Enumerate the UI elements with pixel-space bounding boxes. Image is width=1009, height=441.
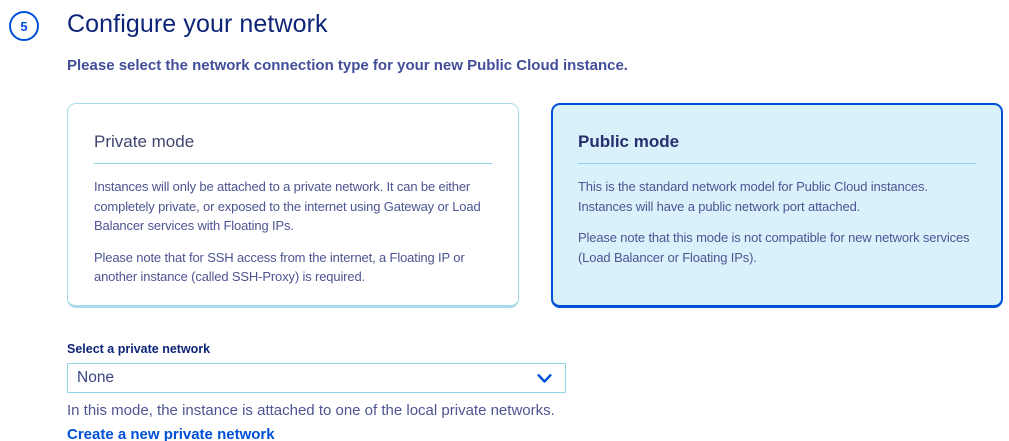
chevron-down-icon xyxy=(537,373,552,383)
private-mode-title: Private mode xyxy=(94,132,195,151)
step-number: 5 xyxy=(20,18,28,34)
page-title: Configure your network xyxy=(67,10,328,38)
card-divider xyxy=(94,163,492,164)
private-network-select[interactable]: None xyxy=(67,363,566,393)
private-mode-description-2: Please note that for SSH access from the… xyxy=(94,249,465,285)
public-mode-description-2: Please note that this mode is not compat… xyxy=(578,230,970,265)
private-network-label: Select a private network xyxy=(67,342,211,356)
private-mode-description-1: Instances will only be attached to a pri… xyxy=(94,179,481,233)
private-network-section: Select a private network None In this mo… xyxy=(67,342,627,441)
public-mode-card[interactable]: Public mode This is the standard network… xyxy=(551,103,1003,308)
mode-helper-text: In this mode, the instance is attached t… xyxy=(67,402,555,419)
step-number-badge: 5 xyxy=(9,11,39,41)
public-mode-title: Public mode xyxy=(578,132,680,151)
page-subtitle: Please select the network connection typ… xyxy=(67,57,628,74)
private-mode-card[interactable]: Private mode Instances will only be atta… xyxy=(67,103,519,308)
create-private-network-link[interactable]: Create a new private network xyxy=(67,426,275,441)
card-divider xyxy=(578,163,976,164)
private-network-selected-option: None xyxy=(77,369,115,386)
public-mode-description-1: This is the standard network model for P… xyxy=(578,179,928,214)
network-mode-cards: Private mode Instances will only be atta… xyxy=(67,103,1003,308)
